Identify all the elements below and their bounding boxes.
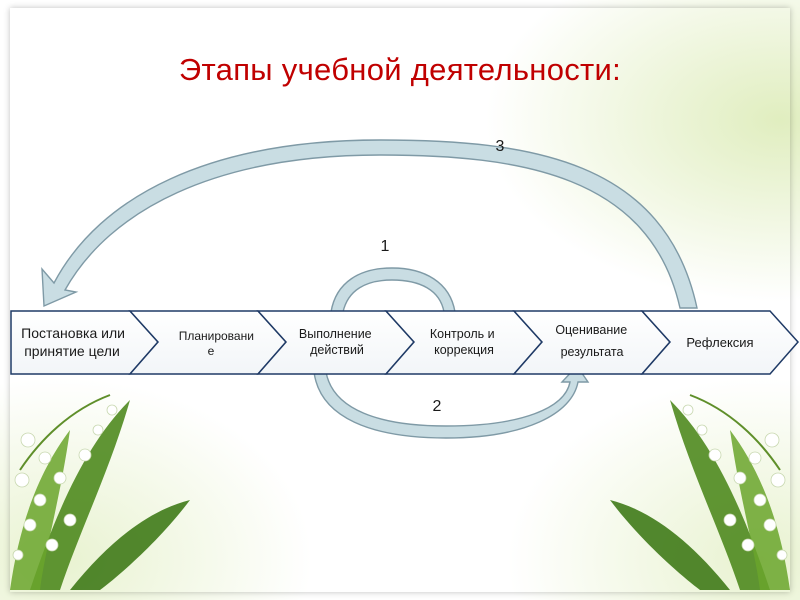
page-title: Этапы учебной деятельности:	[178, 52, 622, 87]
loop-arrow-3	[41, 139, 698, 309]
stage-label-4-line-1: Контроль и	[430, 327, 495, 341]
stage-label-1-line-2: принятие цели	[24, 343, 120, 359]
stage-label-5: Оценивание результата	[555, 323, 630, 359]
loop-arrow-2	[313, 364, 590, 439]
stage-label-6: Рефлексия	[686, 335, 753, 350]
stage-label-5-line-1: Оценивание	[555, 323, 627, 337]
stage-label-3: Выполнение действий	[299, 327, 375, 357]
loop-arrow-1	[330, 267, 456, 313]
lily-right-icon	[610, 394, 790, 590]
stage-chevrons	[10, 310, 800, 375]
stage-label-4-line-2: коррекция	[434, 343, 494, 357]
stage-label-1: Постановка или принятие цели	[21, 325, 129, 359]
loop-number-3: 3	[496, 138, 505, 155]
stage-label-3-line-2: действий	[310, 343, 364, 357]
loop-number-2: 2	[433, 398, 442, 415]
lily-left-icon	[10, 394, 190, 590]
stage-label-5-line-2: результата	[561, 345, 624, 359]
stage-label-3-line-1: Выполнение	[299, 327, 372, 341]
stage-label-1-line-1: Постановка или	[21, 325, 125, 341]
loop-number-1: 1	[381, 238, 390, 255]
stage-label-4: Контроль и коррекция	[430, 327, 498, 357]
stage-label-2-line-1: Планировани	[179, 329, 254, 343]
stage-label-6-line-1: Рефлексия	[686, 335, 753, 350]
stage-chevron-6	[640, 310, 800, 375]
stage-label-2-line-2: е	[208, 344, 215, 358]
stage-label-2: Планировани е	[179, 329, 258, 358]
